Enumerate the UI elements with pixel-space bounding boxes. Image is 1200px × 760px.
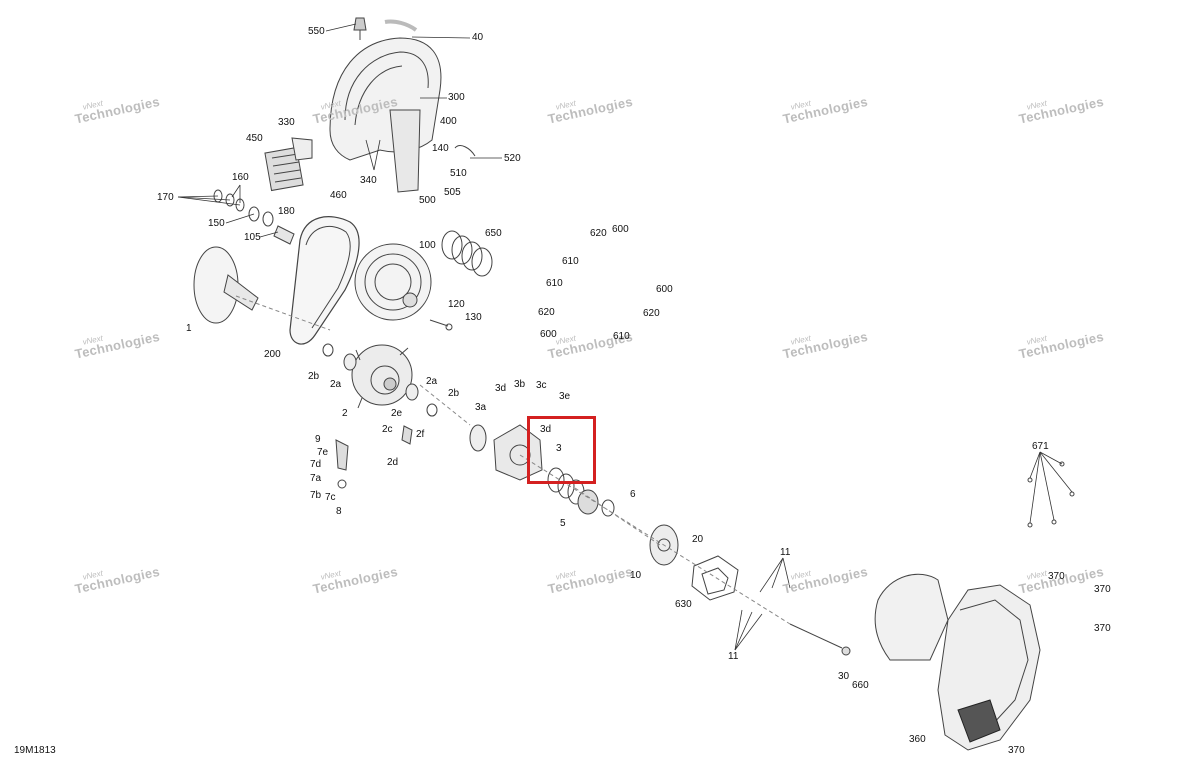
part-label[interactable]: 2a <box>426 376 438 387</box>
part-label[interactable]: 7b <box>310 490 322 501</box>
part-label[interactable]: 370 <box>1008 745 1025 756</box>
part-label[interactable]: 520 <box>504 153 521 164</box>
part-label[interactable]: 550 <box>308 26 325 37</box>
part-label[interactable]: 300 <box>448 92 465 103</box>
part-label[interactable]: 340 <box>360 175 377 186</box>
part-label[interactable]: 40 <box>472 32 484 43</box>
part-label[interactable]: 370 <box>1094 584 1111 595</box>
part-label[interactable]: 7c <box>325 492 336 503</box>
part-label[interactable]: 610 <box>562 256 579 267</box>
part-label[interactable]: 610 <box>613 331 630 342</box>
part-label[interactable]: 140 <box>432 143 449 154</box>
inner-cover <box>874 573 949 661</box>
part-label[interactable]: 9 <box>315 434 321 445</box>
vent-grille <box>264 146 304 192</box>
part-label[interactable]: 180 <box>278 206 295 217</box>
part-label[interactable]: 3d <box>540 424 552 435</box>
part-label[interactable]: 2a <box>330 379 342 390</box>
part-label[interactable]: 370 <box>1094 623 1111 634</box>
part-label[interactable]: 600 <box>656 284 673 295</box>
part-label[interactable]: 500 <box>419 195 436 206</box>
part-label[interactable]: 6 <box>630 489 636 500</box>
part-label[interactable]: 1 <box>186 323 192 334</box>
part-label[interactable]: 2c <box>382 424 393 435</box>
part-label[interactable]: 330 <box>278 117 295 128</box>
part-label[interactable]: 660 <box>852 680 869 691</box>
part-label[interactable]: 2f <box>416 429 425 440</box>
part-label[interactable]: 2b <box>448 388 460 399</box>
part-label[interactable]: 7e <box>317 447 329 458</box>
part-label[interactable]: 460 <box>330 190 347 201</box>
drive-clutch-assembly <box>351 344 413 406</box>
clutch-housing <box>493 424 543 481</box>
part-label[interactable]: 370 <box>1048 571 1065 582</box>
part-label[interactable]: 10 <box>630 570 642 581</box>
part-label[interactable]: 630 <box>675 599 692 610</box>
part-label[interactable]: 2e <box>391 408 403 419</box>
part-label[interactable]: 360 <box>909 734 926 745</box>
part-label[interactable]: 105 <box>244 232 261 243</box>
part-label[interactable]: 5 <box>560 518 566 529</box>
part-label[interactable]: 3b <box>514 379 526 390</box>
part-label[interactable]: 11 <box>780 547 791 558</box>
part-label[interactable]: 3 <box>556 443 562 454</box>
part-label[interactable]: 450 <box>246 133 263 144</box>
part-label[interactable]: 30 <box>838 671 850 682</box>
part-label[interactable]: 671 <box>1032 441 1049 452</box>
part-label[interactable]: 11 <box>728 651 739 662</box>
part-label[interactable]: 610 <box>546 278 563 289</box>
part-label[interactable]: 100 <box>419 240 436 251</box>
part-label[interactable]: 620 <box>590 228 607 239</box>
part-label[interactable]: 400 <box>440 116 457 127</box>
part-label[interactable]: 7d <box>310 459 322 470</box>
drive-pulley <box>354 243 432 321</box>
part-label[interactable]: 3e <box>559 391 571 402</box>
part-label[interactable]: 600 <box>612 224 629 235</box>
part-label[interactable]: 3d <box>495 383 507 394</box>
part-label[interactable]: 2b <box>308 371 320 382</box>
part-label[interactable]: 3c <box>536 380 547 391</box>
part-label[interactable]: 120 <box>448 299 465 310</box>
part-label[interactable]: 2d <box>387 457 399 468</box>
part-label[interactable]: 600 <box>540 329 557 340</box>
part-label[interactable]: 2 <box>342 408 348 419</box>
part-label[interactable]: 200 <box>264 349 281 360</box>
part-label[interactable]: 160 <box>232 172 249 183</box>
part-label[interactable]: 650 <box>485 228 502 239</box>
drive-belt <box>289 216 360 345</box>
highlight-box[interactable] <box>527 416 596 484</box>
part-label[interactable]: 620 <box>643 308 660 319</box>
part-label[interactable]: 7a <box>310 473 322 484</box>
part-label[interactable]: 505 <box>444 187 461 198</box>
part-label[interactable]: 3a <box>475 402 487 413</box>
part-label[interactable]: 8 <box>336 506 342 517</box>
part-label[interactable]: 510 <box>450 168 467 179</box>
part-label[interactable]: 20 <box>692 534 704 545</box>
document-id: 19M1813 <box>14 745 56 756</box>
part-label[interactable]: 170 <box>157 192 174 203</box>
part-label[interactable]: 130 <box>465 312 482 323</box>
part-label[interactable]: 150 <box>208 218 225 229</box>
part-label[interactable]: 620 <box>538 307 555 318</box>
